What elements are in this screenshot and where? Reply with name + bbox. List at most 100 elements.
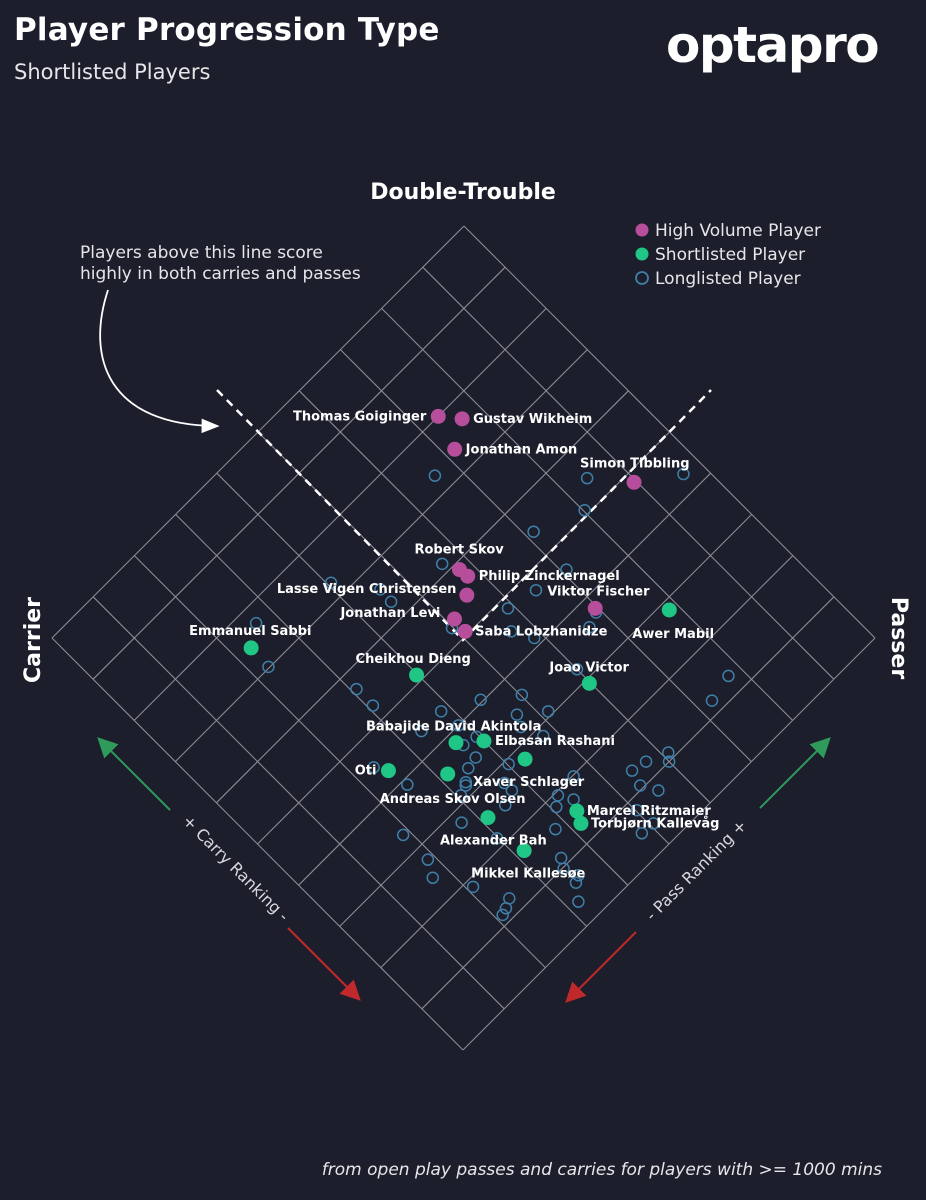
- footnote: from open play passes and carries for pl…: [321, 1160, 882, 1180]
- longlisted-player-point: [366, 699, 380, 712]
- player-label-marcel-ritzmaier: Marcel Ritzmaier: [587, 804, 711, 819]
- player-label-alexander-bah: Alexander Bah: [440, 834, 547, 849]
- player-point-torbj-rn-kallev-g: [573, 815, 589, 831]
- longlisted-player-point: [662, 746, 675, 759]
- longlisted-player-point: [536, 729, 550, 743]
- player-label-thomas-goiginger: Thomas Goiginger: [293, 409, 427, 424]
- longlisted-player-point: [455, 816, 468, 829]
- chart-subtitle: Shortlisted Players: [14, 60, 211, 84]
- longlisted-player-point: [527, 525, 540, 538]
- player-point-lasse-vigen-christensen: [459, 587, 475, 603]
- carry-ranking-label: + Carry Ranking -: [179, 811, 293, 925]
- player-point-gustav-wikheim: [454, 411, 470, 427]
- pass-arrow-green: [759, 737, 831, 809]
- longlisted-player-point: [554, 851, 568, 865]
- data-points: [243, 408, 735, 922]
- longlisted-player-point: [677, 467, 690, 481]
- longlisted-player-point: [567, 793, 580, 806]
- carry-arrow-red: [287, 927, 361, 1001]
- player-label-cheikhou-dieng: Cheikhou Dieng: [356, 652, 471, 667]
- carry-arrow-green: [97, 737, 171, 811]
- longlisted-player-point: [570, 663, 584, 676]
- longlisted-player-point: [510, 708, 524, 721]
- longlisted-player-point: [502, 757, 515, 771]
- longlisted-player-point: [560, 563, 573, 576]
- grid-line-carry-7: [174, 349, 588, 762]
- longlisted-player-point: [452, 719, 465, 732]
- longlisted-player-point: [499, 799, 512, 812]
- longlisted-player-point: [514, 720, 528, 734]
- longlisted-player-point: [459, 775, 473, 789]
- longlisted-player-point: [550, 800, 563, 814]
- pass-ranking-label: - Pass Ranking +: [642, 816, 751, 925]
- player-label-robert-skov: Robert Skov: [414, 543, 504, 558]
- player-point-oti: [380, 763, 396, 779]
- longlisted-player-point: [262, 660, 275, 674]
- legend-marker-shortlisted: [635, 247, 649, 261]
- player-point-emmanuel-sabbi: [243, 640, 259, 656]
- annotation-arrow: [99, 289, 220, 434]
- player-point-joao-victor: [581, 675, 597, 691]
- longlisted-player-point: [567, 770, 580, 783]
- legend-marker-longlisted: [635, 271, 649, 285]
- longlisted-player-point: [528, 631, 541, 645]
- longlisted-player-point: [572, 869, 585, 882]
- longlisted-player-point: [529, 583, 543, 597]
- player-point-philip-zinckernagel: [460, 568, 476, 584]
- legend-marker-high_volume: [635, 223, 649, 237]
- longlisted-player-point: [421, 853, 435, 866]
- player-label-jonathan-amon: Jonathan Amon: [465, 442, 578, 457]
- longlisted-player-point: [515, 688, 529, 702]
- legend-label-high_volume: High Volume Player: [655, 221, 821, 241]
- double-trouble-boundary: [216, 389, 712, 642]
- longlisted-player-point: [639, 755, 653, 768]
- player-label-saba-lobzhanidze: Saba Lobzhanidze: [475, 624, 607, 639]
- longlisted-player-point: [551, 789, 565, 802]
- longlisted-player-point: [496, 908, 509, 922]
- chart-title: Player Progression Type: [14, 12, 440, 48]
- longlisted-player-point: [572, 895, 585, 908]
- player-point-saba-lobzhanidze: [457, 623, 473, 639]
- longlisted-player-point: [474, 693, 487, 707]
- longlisted-player-point: [350, 682, 363, 696]
- player-label-viktor-fischer: Viktor Fischer: [547, 584, 650, 599]
- player-label-joao-victor: Joao Victor: [548, 660, 629, 675]
- right-axis-label: Passer: [886, 597, 911, 679]
- longlisted-player-point: [396, 828, 410, 842]
- longlisted-player-point: [490, 831, 504, 845]
- longlisted-player-point: [324, 576, 338, 590]
- longlisted-player-point: [426, 871, 440, 885]
- longlisted-player-point: [501, 602, 515, 615]
- longlisted-player-point: [401, 778, 414, 791]
- player-label-philip-zinckernagel: Philip Zinckernagel: [479, 569, 620, 584]
- longlisted-player-point: [499, 902, 513, 915]
- grid-line-pass-10: [463, 225, 876, 639]
- grid-line-carry-6: [216, 390, 629, 804]
- top-axis-label: Double-Trouble: [370, 180, 556, 205]
- pass-arrow-red: [565, 931, 637, 1003]
- longlisted-player-point: [454, 789, 468, 802]
- longlisted-player-point: [652, 784, 665, 797]
- player-label-torbj-rn-kallev-g: Torbjørn Kallevåg: [591, 816, 720, 831]
- legend-label-shortlisted: Shortlisted Player: [655, 245, 805, 265]
- player-point-alexander-bah: [480, 810, 496, 826]
- player-label-awer-mabil: Awer Mabil: [632, 627, 714, 642]
- longlisted-player-point: [549, 822, 562, 836]
- player-point-mikkel-kalles-e: [516, 843, 532, 859]
- player-point-andreas-skov-olsen: [440, 766, 456, 782]
- player-label-simon-tibbling: Simon Tibbling: [580, 456, 689, 471]
- player-label-emmanuel-sabbi: Emmanuel Sabbi: [189, 624, 311, 639]
- annotation-line-2: highly in both carries and passes: [80, 264, 361, 284]
- player-label-elbasan-rashani: Elbasan Rashani: [495, 734, 615, 749]
- player-label-mikkel-kalles-e: Mikkel Kallesøe: [471, 867, 585, 882]
- player-label-babajide-david-akintola: Babajide David Akintola: [366, 720, 541, 735]
- player-point-elbasan-rashani: [476, 733, 492, 749]
- longlisted-player-point: [504, 625, 518, 638]
- player-point-cheikhou-dieng: [409, 667, 425, 683]
- grid-line-pass-9: [422, 266, 835, 680]
- player-point-thomas-goiginger: [430, 408, 446, 424]
- longlisted-player-point: [434, 705, 448, 718]
